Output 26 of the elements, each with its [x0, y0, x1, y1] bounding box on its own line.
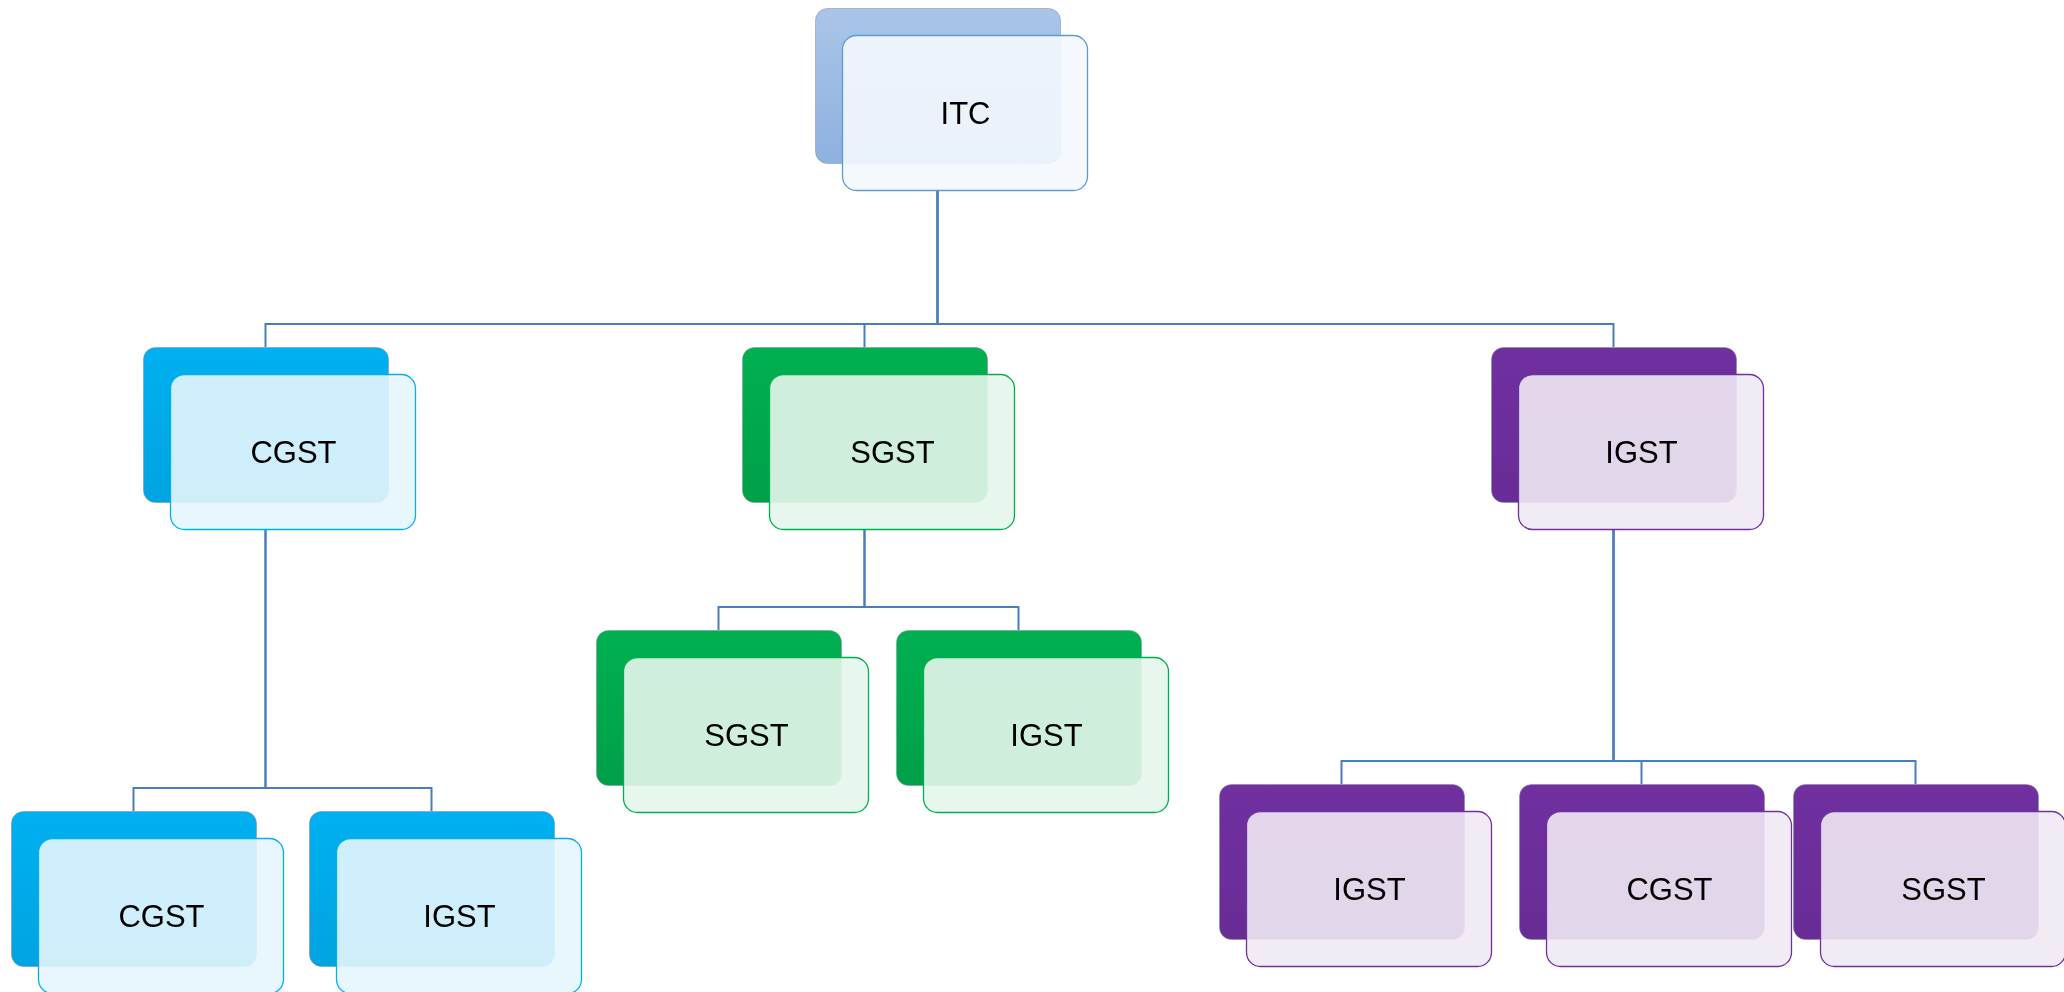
stacked-card: [143, 347, 417, 531]
stacked-card: [742, 347, 1016, 531]
node-label: CGST: [1626, 871, 1713, 908]
stacked-card: [11, 811, 285, 992]
stacked-card: [309, 811, 583, 992]
connector-line: [936, 189, 1615, 348]
stacked-card: [1491, 347, 1765, 531]
connector-line: [1612, 528, 1917, 785]
node-label: SGST: [1901, 871, 1986, 908]
stacked-card: [1793, 784, 2064, 968]
node-label: ITC: [940, 95, 991, 132]
node-label: IGST: [423, 898, 496, 935]
node-label: IGST: [1333, 871, 1406, 908]
stacked-card: [596, 630, 870, 814]
node-label: IGST: [1605, 434, 1678, 471]
node-label: CGST: [250, 434, 337, 471]
stacked-card: [896, 630, 1170, 814]
node-label: IGST: [1010, 717, 1083, 754]
stacked-card: [1519, 784, 1793, 968]
node-label: CGST: [118, 898, 205, 935]
stacked-card: [815, 8, 1089, 192]
stacked-card: [1219, 784, 1493, 968]
node-label: SGST: [704, 717, 789, 754]
connector-line: [264, 528, 433, 812]
node-label: SGST: [850, 434, 935, 471]
connector-line: [863, 528, 1020, 631]
